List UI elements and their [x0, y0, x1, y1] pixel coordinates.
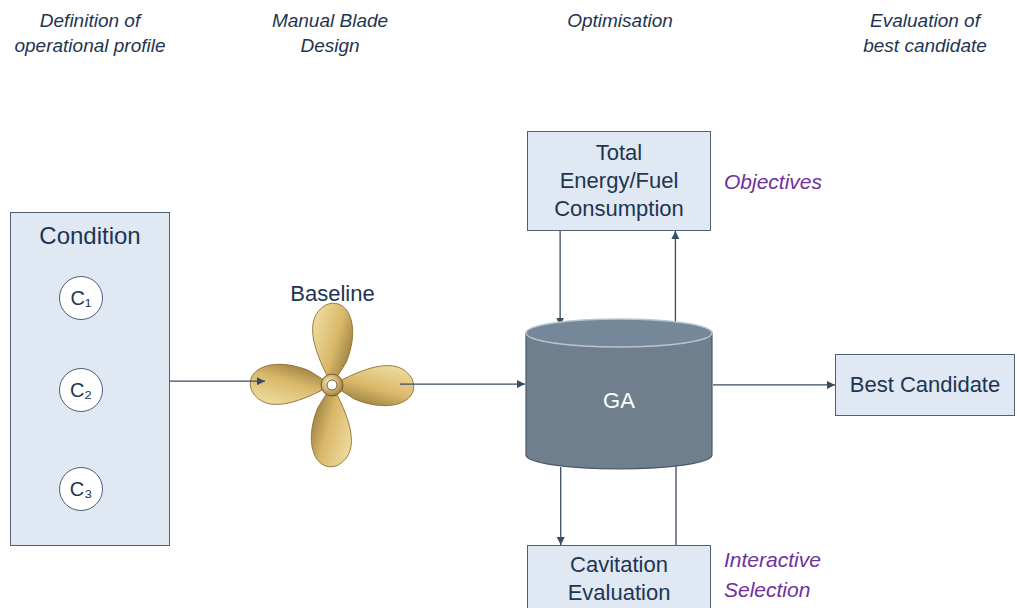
stage-heading: Definition of operational profile — [0, 8, 180, 58]
node-text: Total Energy/Fuel Consumption — [528, 139, 710, 223]
stage-heading: Manual Blade Design — [270, 8, 390, 58]
node-text: C₁ — [70, 285, 91, 311]
process-box: ConditionC₁ C₂ C₃ — [10, 212, 170, 546]
node-text: Cavitation Evaluation — [528, 551, 710, 607]
annotation-label: Objectives — [724, 167, 854, 197]
baseline-design: Baseline — [265, 280, 400, 455]
process-box: Best Candidate — [835, 354, 1015, 416]
node-text: Condition — [39, 221, 140, 251]
node-text: C₃ — [70, 476, 93, 502]
annotation-label: Interactive Selection — [724, 545, 864, 605]
condition-circle: C₁ — [59, 276, 103, 320]
stage-heading: Evaluation of best candidate — [850, 8, 1000, 58]
node-text: C₂ — [70, 377, 92, 403]
condition-circle: C₂ — [59, 368, 103, 412]
flow-arrow — [400, 383, 525, 384]
process-box: Total Energy/Fuel Consumption — [527, 131, 711, 231]
node-text: GA — [603, 387, 635, 415]
flow-arrow — [675, 231, 676, 326]
node-text: Baseline — [290, 280, 374, 308]
flow-arrow — [559, 231, 560, 326]
condition-circle: C₃ — [59, 467, 103, 511]
optimiser-cylinder: GA — [525, 318, 713, 470]
flow-arrow — [170, 380, 265, 381]
process-box: Cavitation Evaluation — [527, 545, 711, 608]
node-text: Best Candidate — [842, 371, 1008, 399]
stage-heading: Optimisation — [540, 8, 700, 33]
flow-arrow — [713, 384, 835, 385]
flow-arrow — [560, 467, 561, 545]
